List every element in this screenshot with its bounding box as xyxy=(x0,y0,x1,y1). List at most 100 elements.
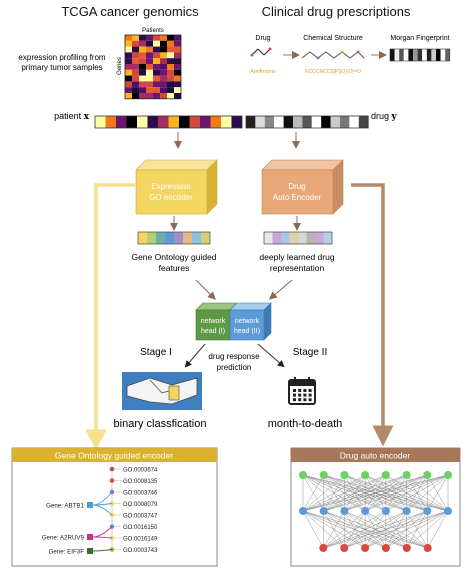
patient-vector-cell xyxy=(168,116,179,128)
heatmap-cell xyxy=(139,64,146,70)
patient-vector-cell xyxy=(95,116,106,128)
heatmap-cell xyxy=(146,87,153,93)
patient-vector-cell xyxy=(221,116,232,128)
heatmap-cell xyxy=(153,93,160,99)
go-encoder-line2: GO encoder xyxy=(149,193,193,202)
network-node xyxy=(381,471,390,479)
heatmap-cell xyxy=(139,46,146,53)
heatmap-cell xyxy=(146,35,153,41)
heatmap-cell xyxy=(139,93,146,99)
heatmap-cell xyxy=(146,52,153,59)
heatmap-cell xyxy=(132,58,139,64)
heatmap-cell xyxy=(174,93,181,99)
heatmap-cell xyxy=(167,46,174,53)
network-node xyxy=(299,507,307,515)
heatmap-cell xyxy=(146,75,153,82)
network-node xyxy=(340,471,349,479)
heatmap-cell xyxy=(167,35,174,41)
arrow-head1-to-binary xyxy=(184,343,206,368)
heatmap-cell xyxy=(167,75,174,82)
patient-vector-cell xyxy=(137,116,148,128)
drug-label: Drug xyxy=(255,35,270,42)
heatmap-cell xyxy=(132,46,139,53)
heatmap-cell xyxy=(160,69,167,76)
binary-label: binary classfication xyxy=(114,418,207,430)
heatmap-cell xyxy=(132,64,139,70)
heatmap-cell xyxy=(153,46,160,53)
gene-node xyxy=(87,548,93,554)
patient-vector-cell xyxy=(231,116,242,128)
heatmap-cell xyxy=(139,52,146,59)
head2-line1: network xyxy=(235,318,260,325)
patient-vector-cell xyxy=(210,116,221,128)
network-node xyxy=(423,471,432,479)
head1-line2: head (I) xyxy=(201,328,225,335)
heatmap-cell xyxy=(174,69,181,76)
drug-representation-vector xyxy=(263,231,333,245)
fingerprint-label: Morgan Fingerprint xyxy=(390,35,449,42)
patient-vector-cell xyxy=(189,116,200,128)
patient-vector-cell xyxy=(200,116,211,128)
fingerprint-bit xyxy=(403,49,409,61)
heatmap-cell xyxy=(139,69,146,76)
handshake-icon xyxy=(122,372,202,410)
heatmap-cell xyxy=(125,58,132,64)
heatmap-cell xyxy=(153,64,160,70)
network-node xyxy=(361,544,370,552)
fingerprint-bit xyxy=(440,49,446,61)
gene-node xyxy=(87,502,93,508)
heatmap-cell xyxy=(132,69,139,76)
heatmap-cell xyxy=(153,58,160,64)
heatmap-cell xyxy=(146,40,153,47)
fingerprint-bit xyxy=(445,49,450,61)
head1-line1: network xyxy=(201,318,226,325)
heatmap-cell xyxy=(160,52,167,59)
go-node xyxy=(109,466,115,472)
genes-label: Genes xyxy=(117,57,123,75)
fingerprint-bit xyxy=(390,49,395,61)
prediction-line1: drug response xyxy=(208,352,260,361)
go-term-label: GO:0003674 xyxy=(123,468,158,474)
network-head-1: network head (I) xyxy=(195,302,238,341)
heatmap-cell xyxy=(139,40,146,47)
yellow-bypass-arrow xyxy=(85,183,135,451)
heatmap-cell xyxy=(139,87,146,93)
patient-vector-cell xyxy=(147,116,158,128)
drug-autoencoder-box: Drug Auto Encoder xyxy=(261,159,344,215)
network-node xyxy=(402,471,411,479)
heatmap-cell xyxy=(174,75,181,82)
chem-structure-label: Chemical Structure xyxy=(303,35,363,42)
arrow-representation-to-heads xyxy=(268,279,293,300)
arrow-features-to-heads xyxy=(195,279,216,300)
head2-line2: head (II) xyxy=(234,328,260,335)
drug-panel-title: Drug auto encoder xyxy=(340,451,411,461)
heatmap-cell xyxy=(153,87,160,93)
calendar-icon xyxy=(288,377,316,405)
network-node xyxy=(402,507,411,515)
month-label: month-to-death xyxy=(268,418,343,430)
heatmap-cell xyxy=(132,35,139,41)
drug-autoencoder-panel: Drug auto encoder xyxy=(290,447,461,567)
network-node xyxy=(423,544,432,552)
drug-vector-cell xyxy=(255,116,265,128)
heatmap-cell xyxy=(132,40,139,47)
heatmap-cell xyxy=(167,58,174,64)
network-node xyxy=(361,471,370,479)
patient-label: patient x xyxy=(54,111,90,122)
heatmap-cell xyxy=(125,87,132,93)
heatmap-cell xyxy=(146,46,153,53)
go-term-label: GO:0016149 xyxy=(123,537,158,543)
gene-node xyxy=(87,534,93,540)
go-term-label: GO:0008135 xyxy=(123,479,158,485)
go-term-label: GO:0016150 xyxy=(123,525,158,531)
heatmap-cell xyxy=(153,75,160,82)
network-node xyxy=(319,544,328,552)
patient-vector-cell xyxy=(116,116,127,128)
drug-vector-label: drug y xyxy=(371,111,398,122)
brown-bypass-arrow xyxy=(351,183,394,447)
drug-encoder-line2: Auto Encoder xyxy=(273,193,322,202)
heatmap-cell xyxy=(153,52,160,59)
network-node xyxy=(340,507,349,515)
go-features-vector xyxy=(137,231,211,245)
